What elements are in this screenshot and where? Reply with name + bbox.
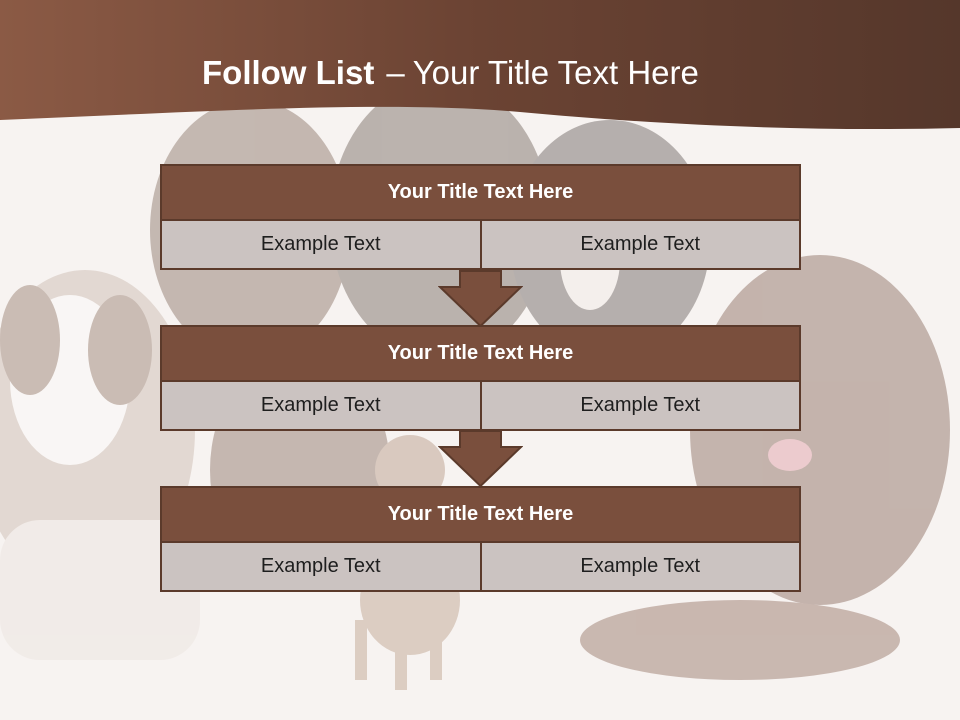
title-separator: – [386,54,405,91]
block-cell-right: Example Text [481,382,801,431]
list-block-2: Your Title Text Here Example Text Exampl… [160,325,801,431]
list-block-3: Your Title Text Here Example Text Exampl… [160,486,801,592]
slide-title: Follow List–Your Title Text Here [202,54,699,92]
block-row: Example Text Example Text [160,221,801,270]
block-title: Your Title Text Here [160,325,801,382]
block-cell-right: Example Text [481,221,801,270]
title-bold-part: Follow List [202,54,375,91]
down-arrow-icon [438,270,523,328]
block-row: Example Text Example Text [160,543,801,592]
list-block-1: Your Title Text Here Example Text Exampl… [160,164,801,270]
block-row: Example Text Example Text [160,382,801,431]
block-cell-right: Example Text [481,543,801,592]
block-cell-left: Example Text [160,221,482,270]
block-cell-left: Example Text [160,382,482,431]
title-subtitle-part: Your Title Text Here [412,54,699,91]
block-title: Your Title Text Here [160,164,801,221]
block-title: Your Title Text Here [160,486,801,543]
down-arrow-icon [438,430,523,488]
header-banner [0,0,960,130]
block-cell-left: Example Text [160,543,482,592]
